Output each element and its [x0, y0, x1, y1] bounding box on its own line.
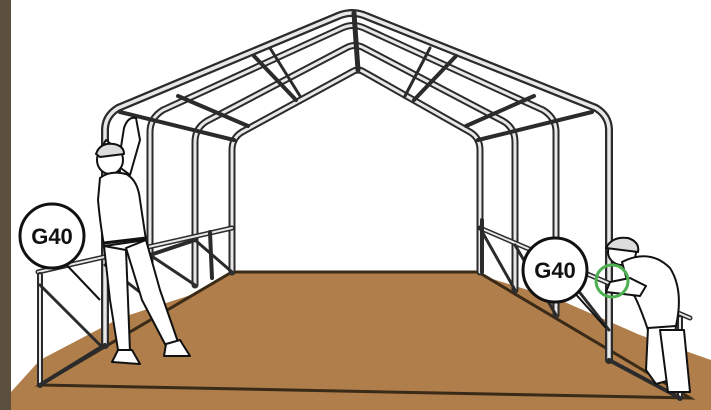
callout-left-label: G40	[31, 224, 73, 249]
callout-right-label: G40	[534, 258, 576, 283]
left-border	[0, 0, 11, 410]
callout-left: G40	[20, 204, 100, 300]
